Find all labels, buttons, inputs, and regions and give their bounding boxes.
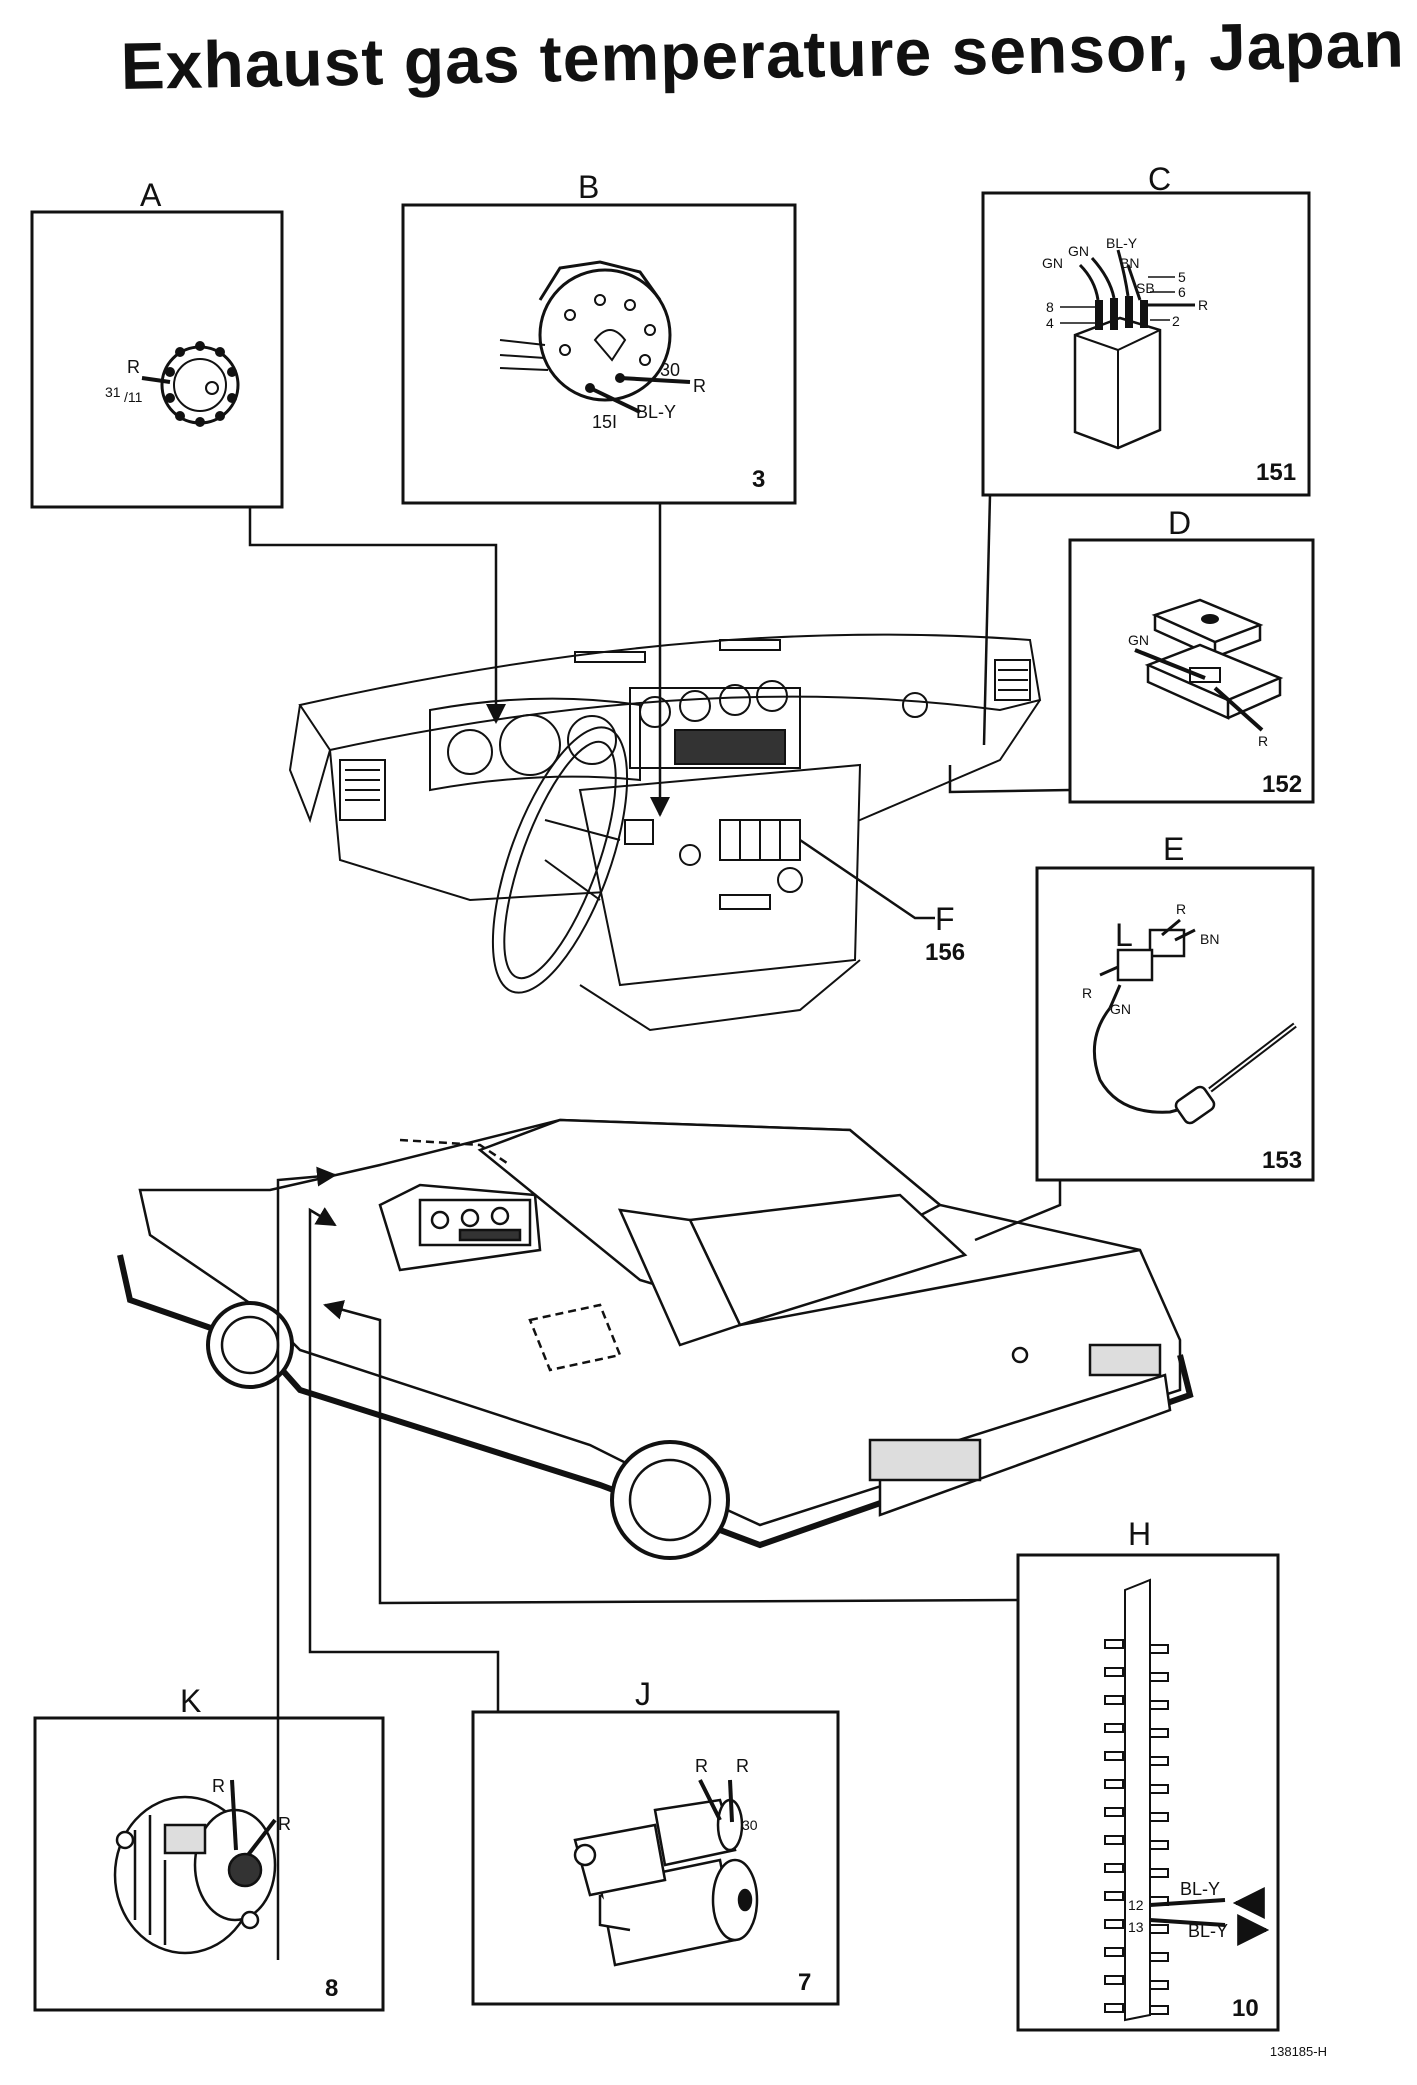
- label-f: F 156: [925, 901, 965, 966]
- wire-label-r: R: [127, 357, 140, 377]
- wire-label-sb: SB: [1136, 280, 1155, 296]
- pin-label-4: 4: [1046, 315, 1054, 331]
- wire-label-gn: GN: [1042, 255, 1063, 271]
- component-number: 3: [752, 466, 765, 493]
- car-icon: [117, 1118, 1194, 1560]
- panel-letter: B: [578, 169, 599, 205]
- wire-label-gn: GN: [1068, 243, 1089, 259]
- terminal-label-30: 30: [742, 1817, 758, 1833]
- pin-label-2: 2: [1172, 313, 1180, 329]
- wire-label-gn: GN: [1110, 1001, 1131, 1017]
- wire-label-r: R: [695, 1756, 708, 1776]
- pin-label-8: 8: [1046, 299, 1054, 315]
- wire-label-r: R: [278, 1814, 291, 1834]
- wire-label-gn: GN: [1128, 632, 1149, 648]
- ignition-switch-icon: [499, 260, 691, 414]
- wire-label-r: R: [212, 1776, 225, 1796]
- panel-e: E R L BN R GN 153: [1035, 831, 1315, 1182]
- panel-letter: J: [635, 1676, 651, 1712]
- starter-motor-icon: [573, 1779, 759, 1967]
- component-number: 152: [1262, 771, 1302, 798]
- fuse-block-icon: [1104, 1578, 1226, 2022]
- component-number: 8: [325, 1975, 338, 2002]
- connector-icon: [141, 341, 240, 427]
- alternator-icon: [113, 1779, 277, 1955]
- wire-label-bl-y-out: BL-Y: [1188, 1921, 1228, 1941]
- panel-a: A R 31 /11: [30, 177, 284, 509]
- panel-letter: D: [1168, 505, 1191, 541]
- reference-code: 138185-H: [1269, 2044, 1327, 2059]
- terminal-label-30: 30: [660, 360, 680, 380]
- leader-lines: [248, 494, 1071, 1960]
- pin-label-5: 5: [1178, 269, 1186, 285]
- connector-label-l: L: [1115, 917, 1133, 953]
- panel-j: J R R 30 7: [471, 1676, 840, 2006]
- fuse-label-13: 13: [1128, 1919, 1144, 1935]
- panel-letter: C: [1148, 161, 1171, 197]
- panel-letter: K: [180, 1683, 201, 1719]
- wire-label-bl-y: BL-Y: [636, 402, 676, 422]
- wire-label-bl-y-in: BL-Y: [1180, 1879, 1220, 1899]
- panel-d: D GN R 152: [1068, 505, 1315, 804]
- wire-label-r: R: [1258, 733, 1268, 749]
- fuse-label-12: 12: [1128, 1897, 1144, 1913]
- component-number: 153: [1262, 1147, 1302, 1174]
- dashboard-icon: [288, 633, 1042, 1032]
- wire-label-bn: BN: [1200, 931, 1219, 947]
- panel-c: C GN GN BL-Y BN 5 SB 6 8: [981, 161, 1311, 497]
- temperature-sensor-icon: [1092, 918, 1297, 1125]
- pin-label-11: /11: [124, 389, 143, 405]
- relay-icon: [1060, 249, 1195, 450]
- wire-label-r: R: [736, 1756, 749, 1776]
- panel-letter: H: [1128, 1516, 1151, 1552]
- fuse-box-icon: [1134, 598, 1284, 732]
- panel-h: H BL-Y BL-Y 12 13 10: [1016, 1516, 1280, 2032]
- component-number: 10: [1232, 1995, 1259, 2022]
- panel-letter: F: [935, 901, 955, 937]
- pin-label-31: 31: [105, 384, 121, 400]
- wire-label-r: R: [1082, 985, 1092, 1001]
- panel-letter: A: [140, 177, 162, 213]
- component-number: 156: [925, 939, 965, 966]
- wire-label-r: R: [693, 376, 706, 396]
- wire-label-bn: BN: [1120, 255, 1139, 271]
- component-number: 7: [798, 1969, 811, 1996]
- panel-b: B 30 R 15I BL-Y 3: [401, 169, 797, 505]
- wire-label-bl-y: BL-Y: [1106, 235, 1138, 251]
- pin-label-6: 6: [1178, 284, 1186, 300]
- wire-label-r: R: [1198, 297, 1208, 313]
- panel-k: K R R 8: [33, 1683, 385, 2012]
- panel-letter: E: [1163, 831, 1184, 867]
- wire-label-r: R: [1176, 901, 1186, 917]
- terminal-label-15: 15I: [592, 412, 617, 432]
- component-number: 151: [1256, 459, 1296, 486]
